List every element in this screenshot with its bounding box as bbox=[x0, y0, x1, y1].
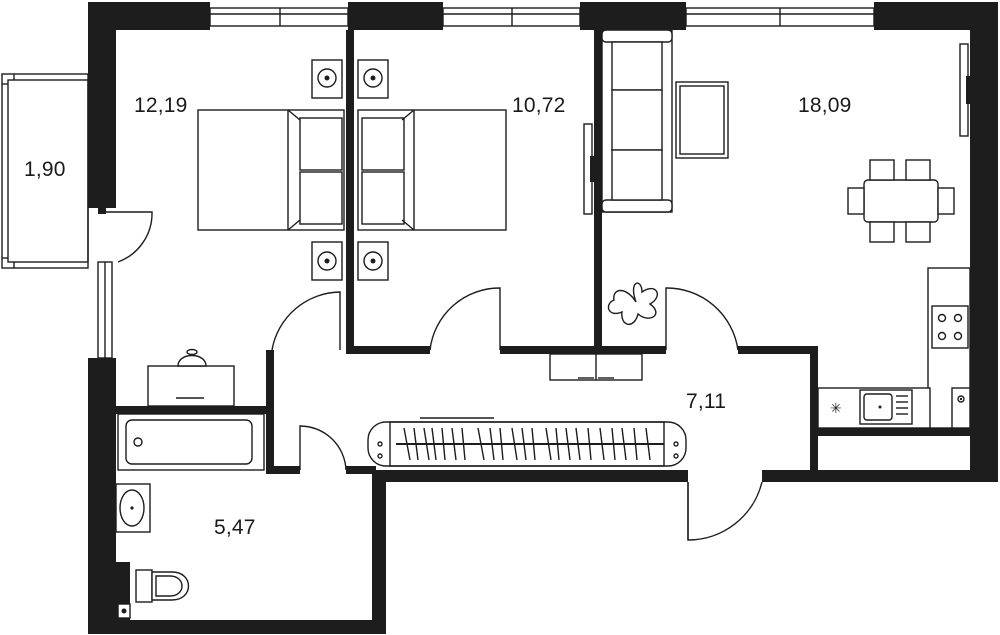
wardrobe bbox=[367, 417, 687, 467]
coffee-table bbox=[675, 81, 729, 159]
area-label-living-kitchen: 18,09 bbox=[798, 94, 852, 117]
windows bbox=[209, 7, 875, 27]
sofa bbox=[601, 29, 673, 213]
bed-1 bbox=[197, 109, 345, 231]
dining-table bbox=[847, 159, 955, 243]
tv-living bbox=[959, 43, 970, 137]
tv-bedroom-2 bbox=[583, 123, 594, 215]
toilet bbox=[116, 562, 189, 620]
area-label-hallway: 7,11 bbox=[686, 390, 726, 413]
shoe-cabinet bbox=[549, 353, 643, 381]
walls bbox=[88, 2, 998, 634]
plant bbox=[607, 282, 658, 325]
kitchen: ✳ bbox=[817, 267, 971, 429]
area-label-bathroom: 5,47 bbox=[214, 516, 256, 539]
area-label-bedroom-2: 10,72 bbox=[512, 94, 566, 117]
bathtub bbox=[117, 413, 265, 471]
sink bbox=[115, 483, 151, 533]
nightstands bbox=[311, 59, 389, 281]
svg-text:✳: ✳ bbox=[830, 401, 842, 417]
washing-machine bbox=[147, 348, 235, 407]
doors bbox=[98, 208, 763, 541]
area-label-balcony: 1,90 bbox=[24, 158, 66, 181]
bed-2 bbox=[357, 109, 507, 231]
area-label-bedroom-1: 12,19 bbox=[134, 94, 188, 117]
